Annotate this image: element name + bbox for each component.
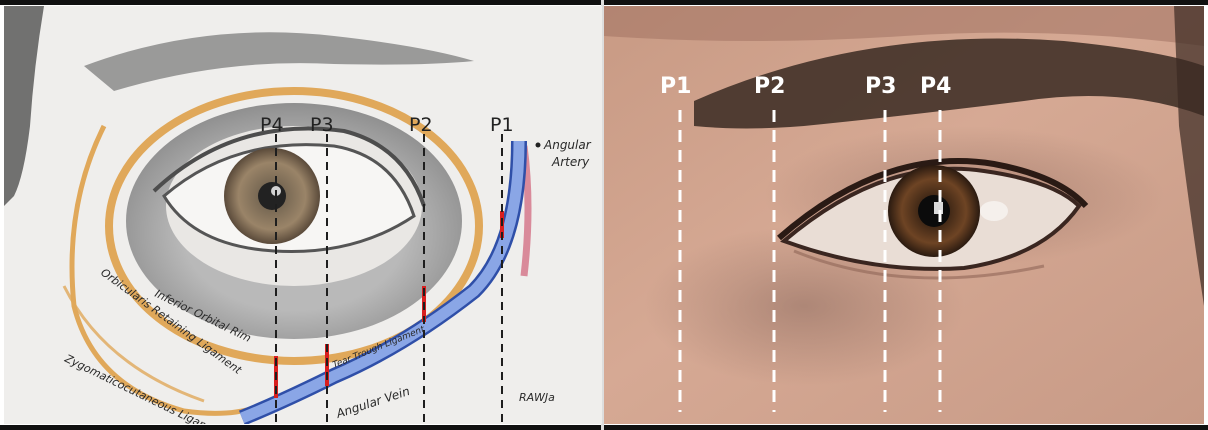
eye-photo: P1 P2 P3 P4 — [604, 6, 1204, 424]
top-border — [0, 0, 1208, 5]
sketch-label-p4: P4 — [260, 114, 284, 136]
photo-panel: P1 P2 P3 P4 — [604, 6, 1204, 424]
pupil — [258, 182, 286, 210]
illustration-panel: P4 P3 P2 P1 Angular Artery Orbicularis R… — [4, 6, 602, 424]
photo-label-p3: P3 — [865, 74, 896, 99]
artist-signature: RAWJa — [519, 391, 555, 404]
angular-artery-label-line2: Artery — [551, 155, 590, 169]
sketch-label-p2: P2 — [409, 114, 433, 136]
eye-anatomy-sketch: P4 P3 P2 P1 Angular Artery Orbicularis R… — [4, 6, 602, 424]
angular-artery-label-line1: Angular — [543, 138, 592, 152]
photo-label-p4: P4 — [920, 74, 951, 99]
bottom-border — [0, 425, 1208, 430]
sketch-label-p1: P1 — [490, 114, 514, 136]
sketch-label-p3: P3 — [310, 114, 334, 136]
photo-label-p2: P2 — [754, 74, 785, 99]
photo-label-p1: P1 — [660, 74, 691, 99]
